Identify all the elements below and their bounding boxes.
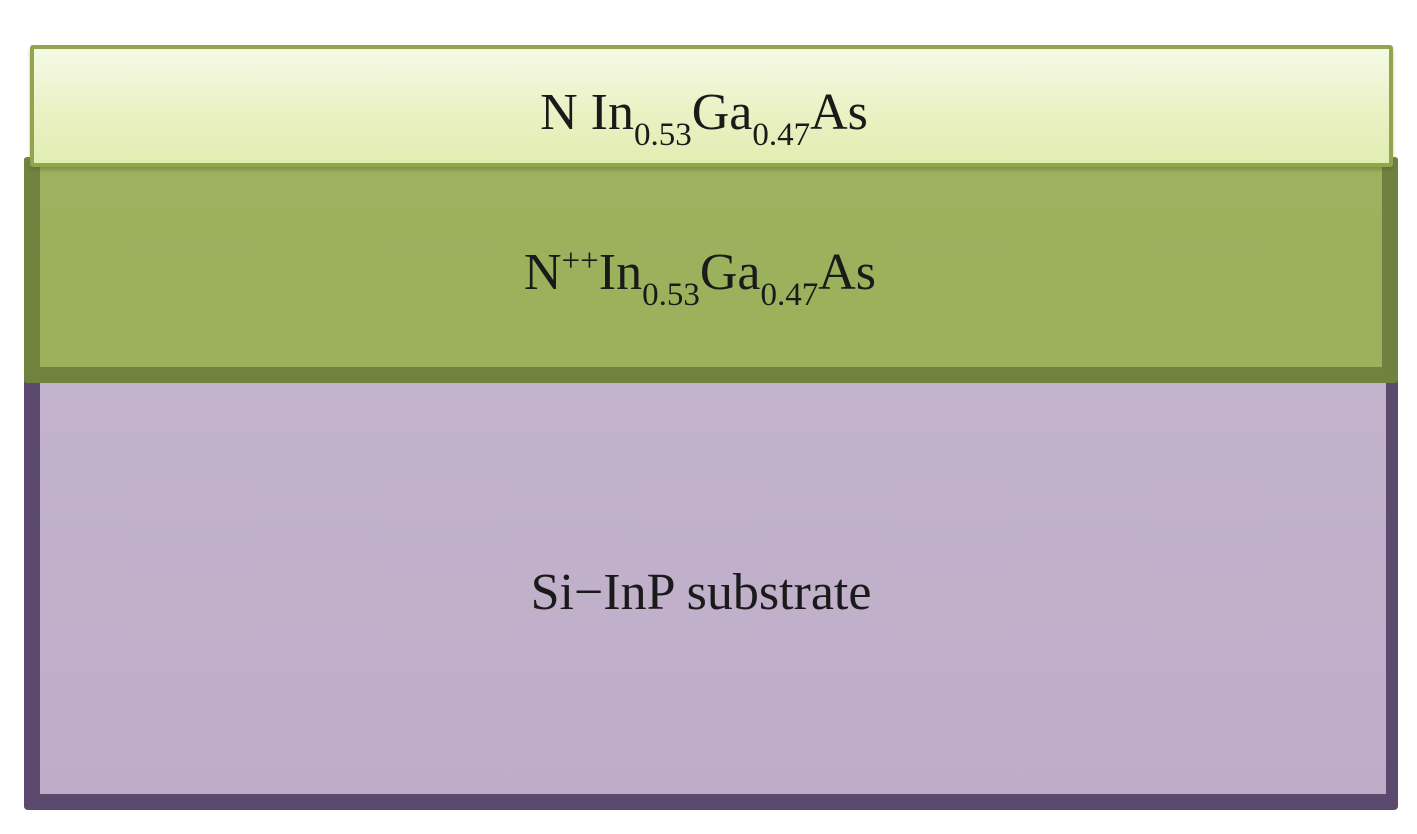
doped-sub-ga: 0.47 [760, 277, 819, 313]
top-element-as: As [810, 84, 868, 141]
substrate-layer: Si−InP substrate [24, 372, 1398, 810]
substrate-label-text: Si−InP substrate [530, 564, 872, 621]
top-element-in: In [590, 84, 634, 141]
top-layer-label: N In0.53Ga0.47As [19, 84, 1389, 152]
doped-element-in: In [598, 244, 643, 301]
top-element-ga: Ga [691, 84, 753, 141]
doped-element-as: As [818, 244, 877, 301]
doped-element-ga: Ga [699, 244, 761, 301]
doped-prefix: N [523, 244, 562, 301]
doped-ingaas-layer: N++In0.53Ga0.47As [24, 157, 1398, 383]
top-prefix: N [540, 84, 591, 141]
top-sub-ga: 0.47 [752, 117, 811, 153]
substrate-label: Si−InP substrate [16, 567, 1386, 619]
top-ingaas-layer: N In0.53Ga0.47As [30, 45, 1393, 167]
doped-layer-label: N++In0.53Ga0.47As [18, 244, 1382, 312]
doping-superscript: ++ [561, 243, 599, 279]
doped-sub-in: 0.53 [642, 277, 700, 313]
top-sub-in: 0.53 [633, 117, 692, 153]
